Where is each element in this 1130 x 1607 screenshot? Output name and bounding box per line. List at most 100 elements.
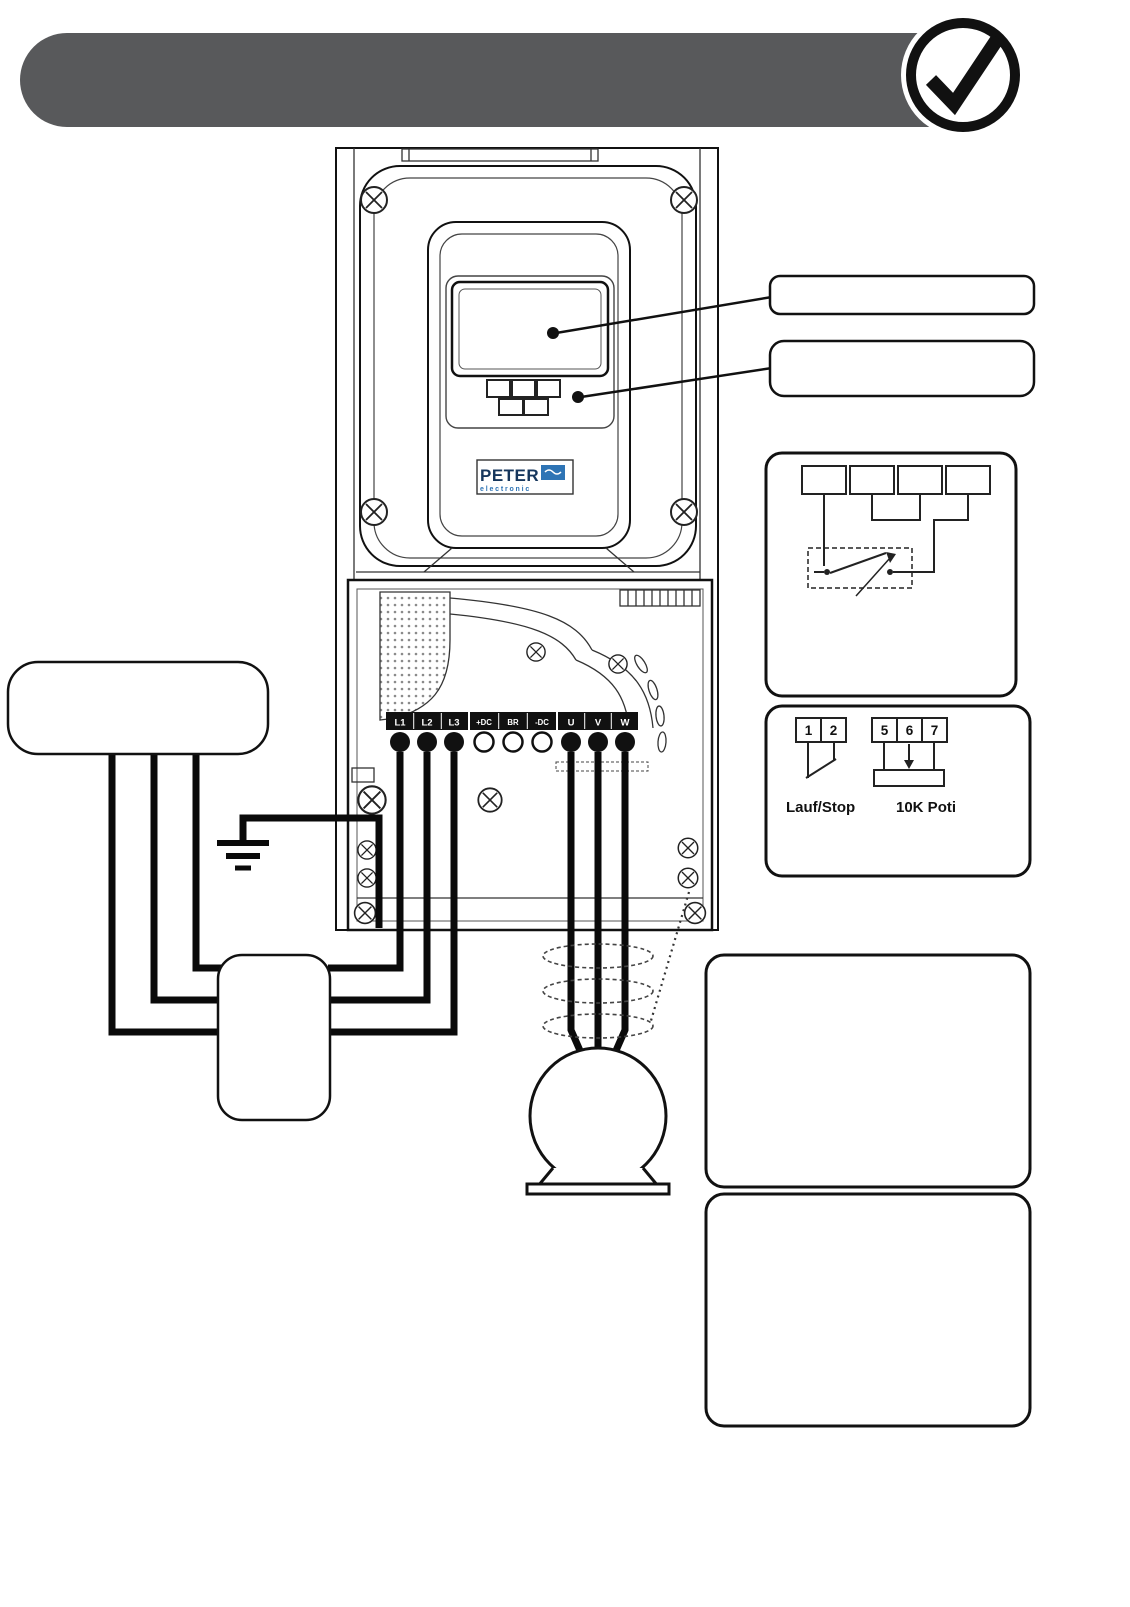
poti-label: 10K Poti — [896, 799, 956, 816]
header-bar — [20, 33, 1010, 127]
brand-subtitle: electronic — [480, 486, 531, 493]
leader-line-keypad — [580, 366, 773, 399]
callouts — [547, 274, 1036, 403]
power-terminal — [390, 732, 410, 752]
power-terminal-label-strip — [386, 712, 468, 730]
terminal-label-W: W — [621, 718, 630, 729]
power-terminal — [444, 732, 464, 752]
terminal-number-5: 5 — [881, 723, 889, 738]
brand-name: PETER — [480, 466, 539, 485]
supply-wires — [108, 750, 458, 1036]
brand-logo: PETER electronic — [476, 459, 574, 495]
screw-icon — [477, 787, 503, 813]
power-terminal — [417, 732, 437, 752]
terminal-label-br: BR — [507, 718, 519, 727]
vent-slot — [634, 654, 648, 674]
ground-screw-icon — [357, 840, 377, 860]
thermal-contact-symbol — [814, 552, 906, 597]
terminal-label-minusdc: -DC — [535, 718, 549, 727]
output-terminal — [615, 732, 635, 752]
shield-ring — [542, 978, 654, 1004]
output-terminal — [561, 732, 581, 752]
keypad-callout-box — [768, 339, 1036, 398]
screw-icon — [357, 785, 387, 815]
motor-assembly — [525, 1046, 671, 1196]
supply-wire-2 — [150, 750, 222, 1004]
front-cover-contour — [373, 177, 683, 559]
screw-icon — [670, 186, 698, 214]
center-bezel — [427, 221, 631, 549]
leader-dot-display — [547, 327, 559, 339]
keypad-button — [536, 379, 561, 398]
ground-symbol — [217, 840, 269, 871]
screw-icon — [360, 498, 388, 526]
success-badge — [901, 13, 1025, 137]
terminal-lugs — [390, 732, 635, 752]
terminal-label-V: V — [595, 718, 602, 729]
relay-example-box — [764, 451, 1018, 698]
checkmark-icon — [925, 34, 1004, 116]
info-box-1 — [704, 953, 1032, 1189]
screw-icon — [526, 642, 546, 662]
control-box-frame — [764, 704, 1032, 878]
thermal-contact-outline — [807, 547, 913, 589]
vent-slot — [655, 705, 665, 727]
cable-shield — [542, 891, 691, 1039]
potentiometer-symbol — [873, 742, 945, 787]
vent-slot — [647, 679, 659, 701]
arrow-icon — [886, 552, 896, 563]
screw-icon — [608, 654, 628, 674]
supply-wire-3 — [192, 750, 222, 972]
shield-ring — [542, 943, 654, 969]
supply-box — [6, 660, 270, 756]
output-terminal-strip: U V W — [558, 712, 638, 730]
terminal-number-1: 1 — [805, 723, 813, 738]
motor-symbol — [528, 1046, 668, 1186]
terminal-label-L3: L3 — [448, 718, 459, 729]
dc-terminal — [473, 731, 495, 753]
header — [20, 33, 1010, 127]
ground-wire — [239, 814, 383, 928]
display-panel — [450, 280, 610, 378]
top-tab — [401, 148, 599, 162]
keypad-button — [511, 379, 536, 398]
output-terminal-label-strip — [558, 712, 638, 730]
dc-terminal — [531, 731, 553, 753]
info-box-2 — [704, 1192, 1032, 1428]
control-example-box: 1 2 5 6 7 Lauf/Stop 10K Poti — [764, 704, 1032, 878]
run-stop-label: Lauf/Stop — [786, 799, 855, 816]
leader-line-display — [555, 295, 773, 335]
keypad-button — [486, 379, 511, 398]
screw-icon — [670, 498, 698, 526]
motor-base — [525, 1182, 671, 1196]
terminal-label-plusdc: +DC — [476, 718, 492, 727]
operator-panel — [445, 275, 615, 429]
shield-ring — [542, 1013, 654, 1039]
input-wire-L2 — [328, 752, 431, 1004]
inverter-device: PETER electronic — [335, 147, 719, 932]
screw-icon — [353, 901, 377, 925]
input-wire-L3 — [328, 752, 458, 1036]
terminal-label-U: U — [568, 718, 575, 729]
terminal-number-7: 7 — [931, 723, 939, 738]
ground-screw-icon — [357, 868, 377, 888]
clamp-rail — [555, 761, 649, 772]
power-terminal-strip: L1 L2 L3 — [386, 712, 468, 730]
input-wire-L1 — [328, 752, 404, 972]
output-terminal — [588, 732, 608, 752]
shield-screw-icon — [677, 867, 699, 889]
badge-ring — [906, 18, 1020, 132]
terminal-label-L1: L1 — [394, 718, 406, 729]
shield-leader-line — [648, 891, 691, 1025]
wiring-compartment-inner — [356, 588, 704, 922]
cable-channel — [449, 597, 593, 651]
supply-wire-1 — [108, 750, 222, 1036]
display-callout-box — [768, 274, 1036, 316]
vent-slot — [657, 731, 667, 753]
terminal-label-L2: L2 — [421, 718, 432, 729]
keypad-button — [523, 398, 549, 416]
dc-terminal — [502, 731, 524, 753]
brand-wave-icon — [544, 469, 562, 475]
ground-assembly — [217, 814, 383, 928]
